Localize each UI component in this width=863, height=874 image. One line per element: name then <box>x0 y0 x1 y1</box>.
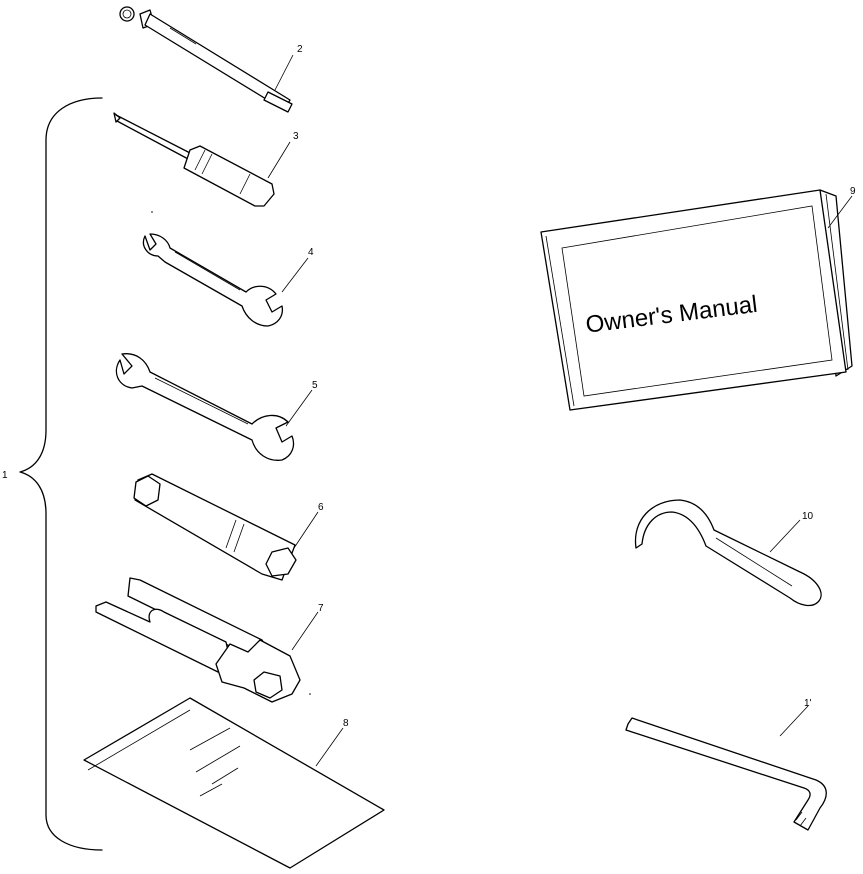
leader-7 <box>291 611 319 651</box>
callout-5: 5 <box>312 380 318 391</box>
leader-9 <box>827 195 853 229</box>
leader-5 <box>285 389 313 427</box>
owners-manual-book: Owner's Manual <box>540 189 853 411</box>
callout-6: 6 <box>318 502 324 513</box>
socket-wrench-tube <box>133 473 297 581</box>
callout-10: 10 <box>802 511 814 522</box>
driver-handle-tool <box>119 6 293 113</box>
callout-11: 1' <box>804 698 812 709</box>
callout-1: 1 <box>2 470 8 481</box>
callout-7: 7 <box>318 603 324 614</box>
tool-bag <box>83 697 385 869</box>
screwdriver <box>113 112 275 207</box>
kit-brace <box>19 97 103 851</box>
leader-6 <box>293 511 319 549</box>
small-open-end-wrench <box>142 233 284 327</box>
leader-11 <box>779 705 809 737</box>
leader-10 <box>769 519 801 553</box>
leader-2 <box>274 54 294 91</box>
callout-4: 4 <box>308 247 314 258</box>
callout-3: 3 <box>293 131 299 142</box>
spanner-wrench <box>634 499 822 607</box>
stray-mark <box>309 693 311 695</box>
callout-8: 8 <box>343 718 349 729</box>
leader-8 <box>315 727 344 767</box>
wrench-holder-bracket <box>95 577 301 703</box>
leader-4 <box>281 257 309 293</box>
callout-9: 9 <box>850 186 856 197</box>
hex-key <box>625 717 827 831</box>
large-open-end-wrench <box>115 353 295 461</box>
stray-mark <box>151 211 153 213</box>
callout-2: 2 <box>297 44 303 55</box>
leader-3 <box>267 141 291 179</box>
